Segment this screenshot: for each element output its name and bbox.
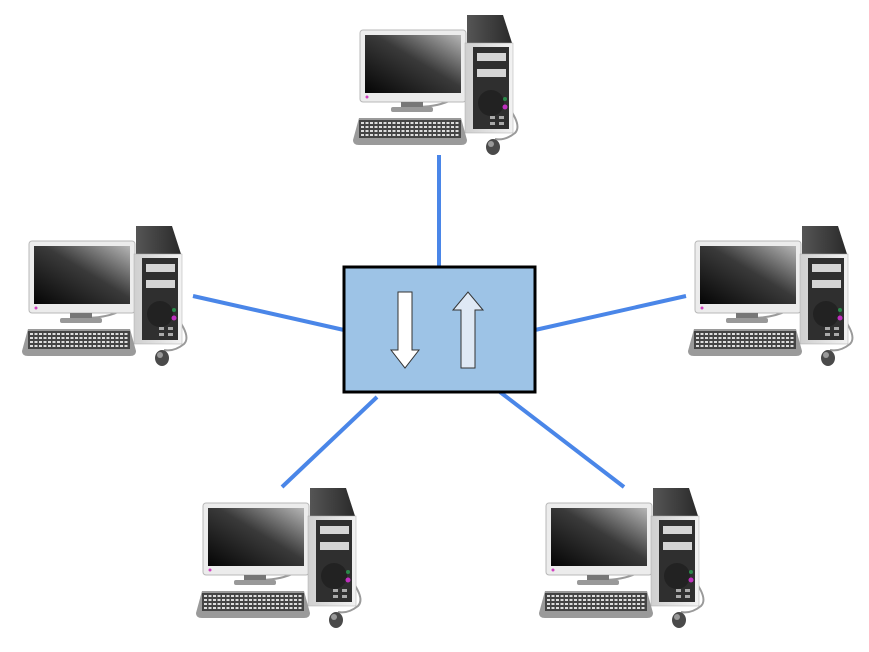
desktop-computer-icon-bottom-left xyxy=(195,487,362,629)
desktop-computer-icon-right xyxy=(687,225,854,367)
down-arrow-icon xyxy=(389,291,421,369)
desktop-computer-icon-left xyxy=(21,225,188,367)
link-left xyxy=(192,294,345,332)
link-bottom-right xyxy=(498,390,626,489)
desktop-computer-icon-top xyxy=(352,14,519,156)
desktop-computer-icon-bottom-right xyxy=(538,487,705,629)
hub-switch-icon xyxy=(342,265,537,394)
up-arrow-icon xyxy=(451,291,485,369)
link-bottom-left xyxy=(280,395,379,489)
link-right xyxy=(534,294,687,332)
